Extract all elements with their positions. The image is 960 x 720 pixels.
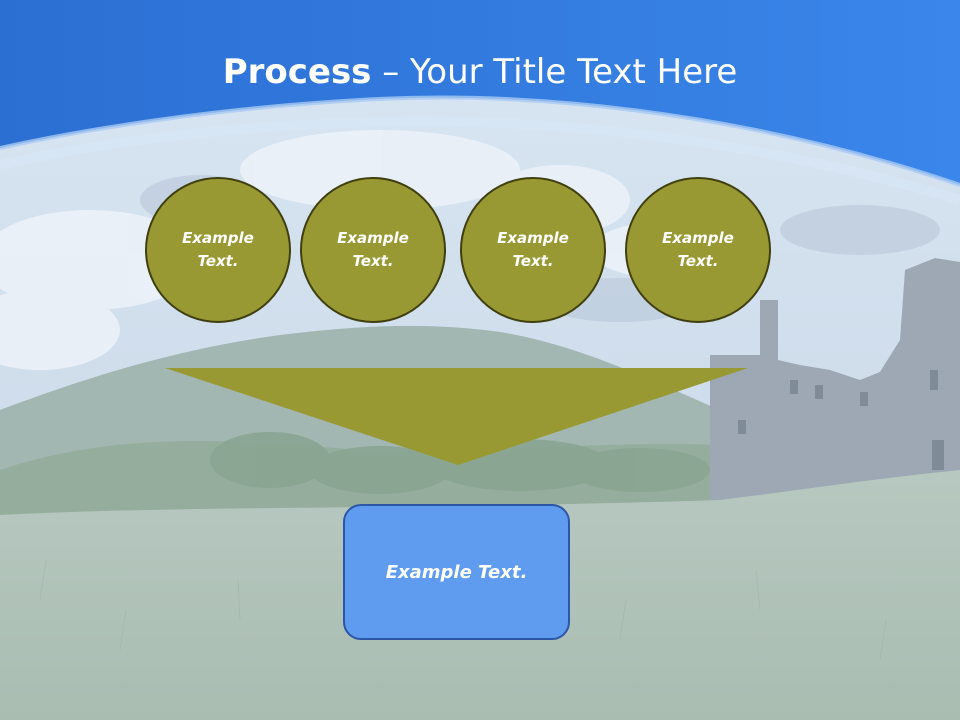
merge-arrow	[165, 368, 748, 465]
process-circle-3: Example Text.	[460, 177, 606, 323]
result-box: Example Text.	[343, 504, 570, 640]
process-circle-4: Example Text.	[625, 177, 771, 323]
circle-label: Example Text.	[662, 229, 734, 270]
title-bold: Process	[222, 52, 372, 92]
circle-label: Example Text.	[337, 229, 409, 270]
slide-title: Process – Your Title Text Here	[0, 52, 960, 92]
result-label: Example Text.	[385, 561, 528, 583]
circle-label: Example Text.	[497, 229, 569, 270]
title-rest: – Your Title Text Here	[371, 52, 738, 92]
process-circle-1: Example Text.	[145, 177, 291, 323]
process-circle-2: Example Text.	[300, 177, 446, 323]
circle-label: Example Text.	[182, 229, 254, 270]
